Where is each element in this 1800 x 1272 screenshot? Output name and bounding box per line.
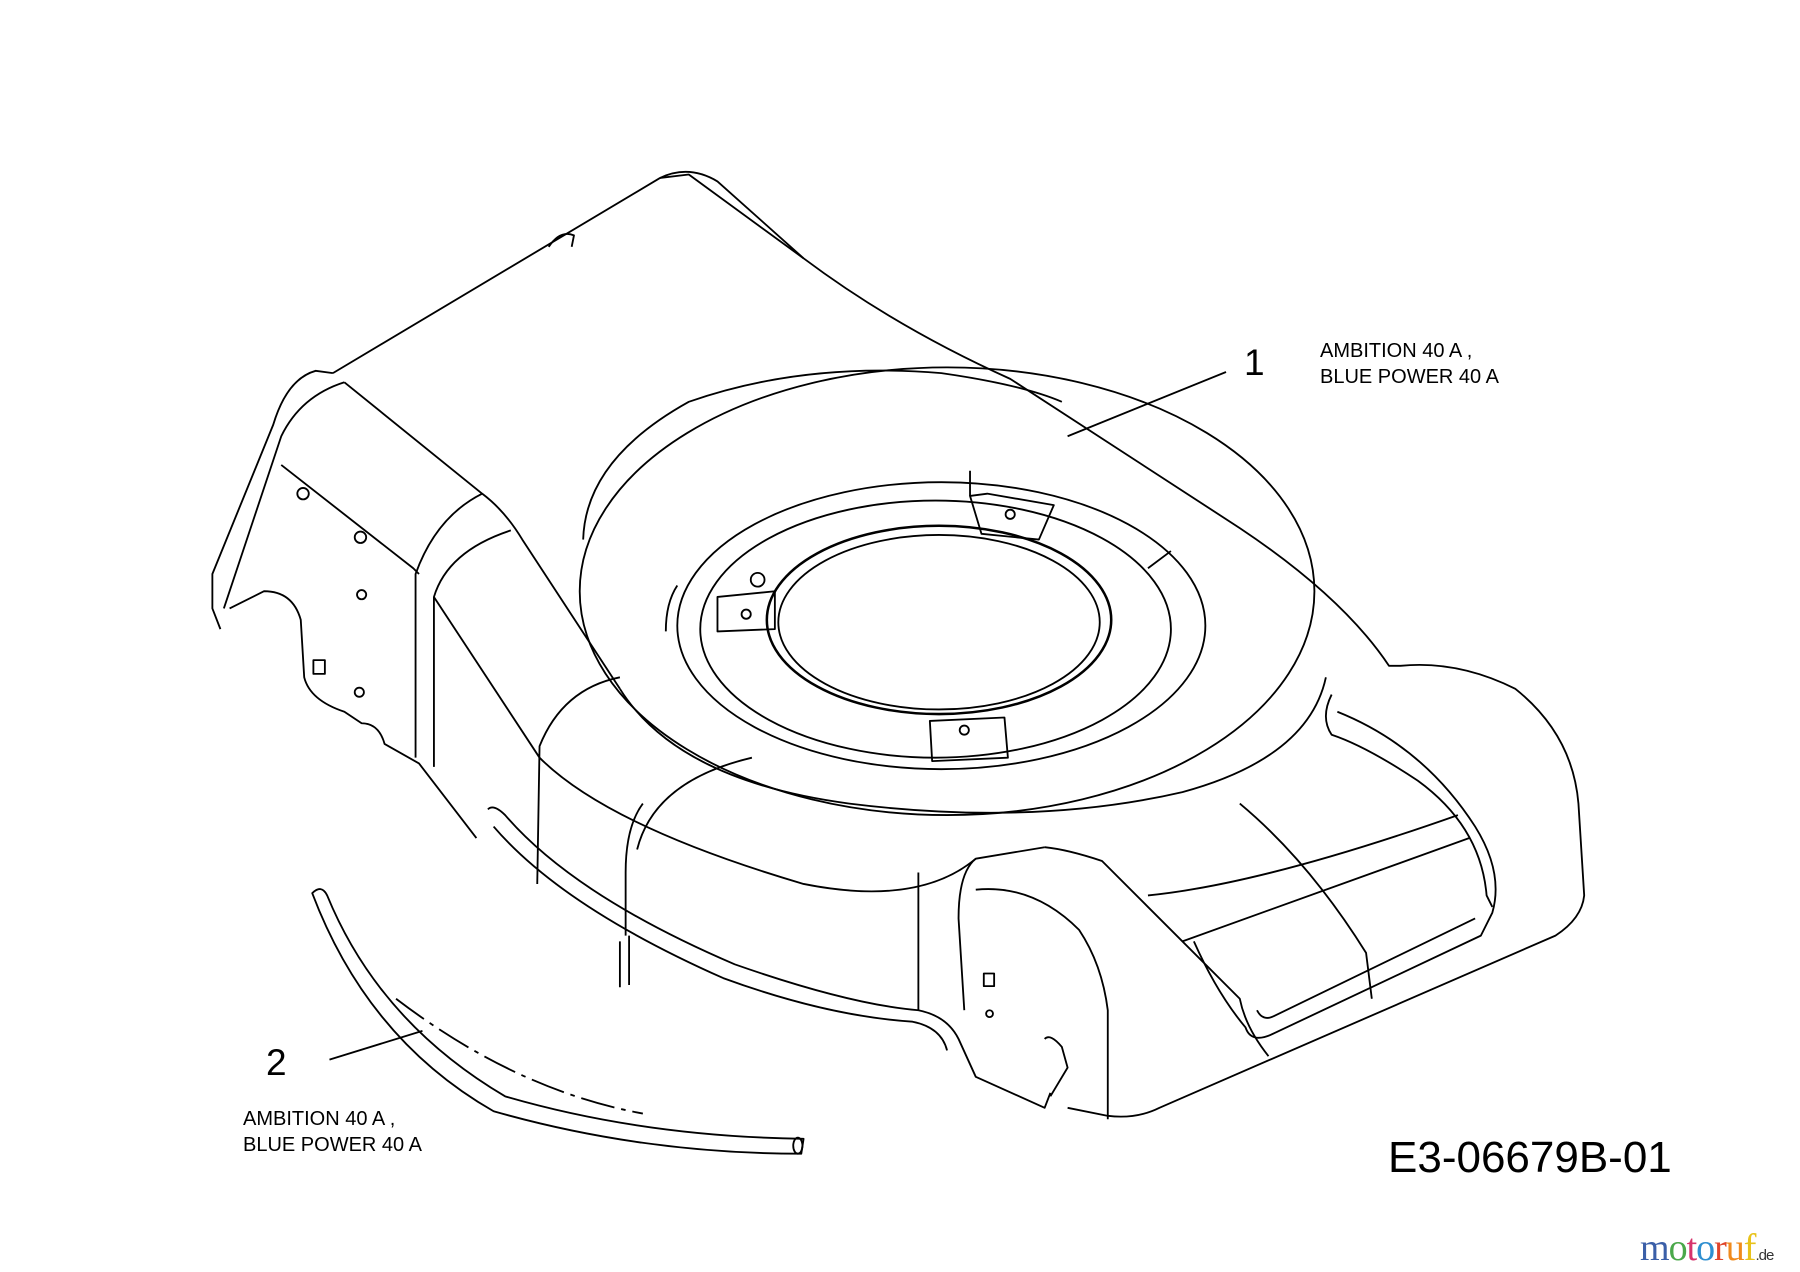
watermark-letter: m (1640, 1227, 1670, 1269)
part-2-strip (311, 888, 805, 1155)
watermark-suffix: .de (1755, 1247, 1774, 1264)
watermark-logo: motoruf.de (1640, 1226, 1774, 1270)
deck-housing (211, 171, 1586, 1120)
leader-line-1 (1067, 371, 1227, 438)
part-1-note: AMBITION 40 A , BLUE POWER 40 A (1320, 338, 1499, 390)
part-2-note-line2: BLUE POWER 40 A (243, 1134, 422, 1156)
drawing-code: E3-06679B-01 (1388, 1133, 1672, 1182)
watermark-letter: u (1725, 1227, 1745, 1269)
watermark-letter: o (1696, 1227, 1715, 1269)
watermark-letter: f (1743, 1227, 1757, 1269)
callout-number-1: 1 (1244, 342, 1265, 383)
part-2-note-line1: AMBITION 40 A , (243, 1108, 396, 1130)
part-2-note: AMBITION 40 A , BLUE POWER 40 A (243, 1106, 422, 1158)
callout-number-2: 2 (266, 1042, 287, 1083)
watermark-letter: t (1686, 1227, 1698, 1269)
watermark-letter: r (1714, 1227, 1727, 1269)
watermark-letter: o (1668, 1227, 1688, 1269)
part-1-note-line1: AMBITION 40 A , (1320, 340, 1473, 362)
part-1-note-line2: BLUE POWER 40 A (1320, 366, 1499, 388)
leader-line-2 (329, 1030, 423, 1061)
watermark-text: motoruf (1640, 1227, 1757, 1269)
